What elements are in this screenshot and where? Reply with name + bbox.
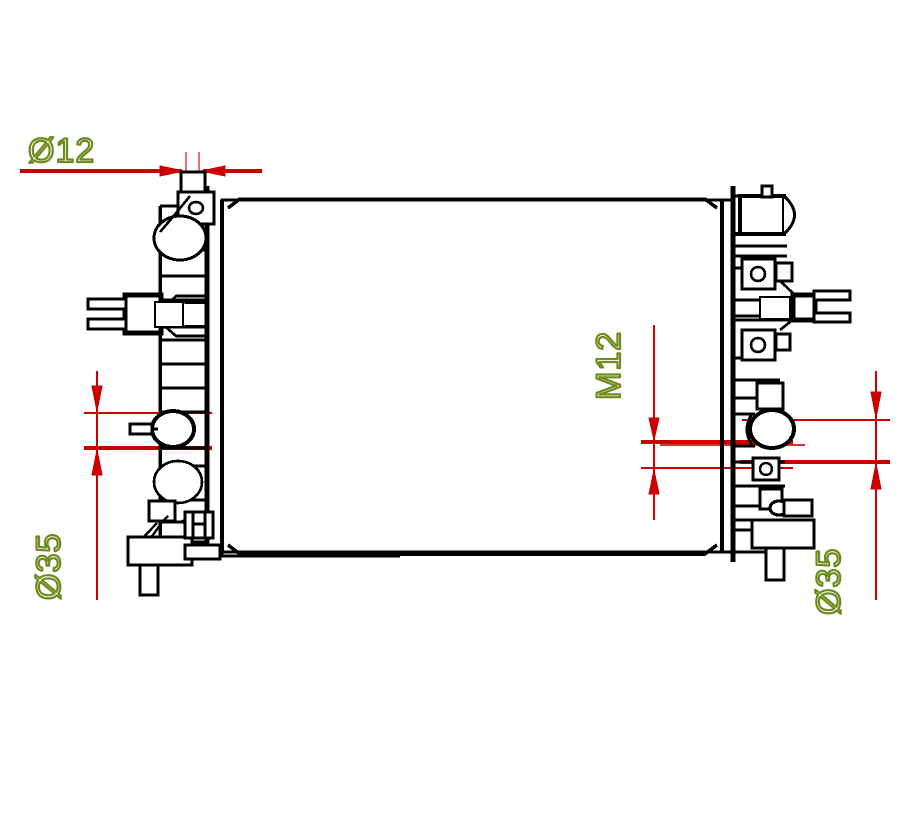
arrow-head-down bbox=[870, 391, 882, 419]
left-boss-mid bbox=[128, 409, 196, 449]
arrow-head-down bbox=[648, 417, 660, 441]
right-lower-mount bbox=[733, 456, 816, 582]
arrow-head-up bbox=[648, 469, 660, 495]
right-upper-bolt-hole bbox=[749, 265, 767, 283]
label-diameter-12: Ø12 bbox=[28, 132, 95, 170]
arrow-head-left bbox=[200, 165, 226, 177]
radiator-core bbox=[220, 197, 724, 556]
right-boss-mid bbox=[733, 408, 796, 450]
left-mount-pin bbox=[138, 563, 160, 597]
arrow-head-up bbox=[91, 449, 103, 476]
part-geometry-layer bbox=[86, 170, 852, 597]
right-hose-outlet bbox=[733, 280, 852, 332]
right-mount-pin bbox=[764, 546, 786, 582]
left-hose-outlet bbox=[86, 292, 207, 338]
left-mid-pin bbox=[128, 422, 154, 436]
right-boss-lower bbox=[740, 328, 792, 362]
left-lower-mount bbox=[126, 499, 222, 597]
right-end-tank bbox=[722, 184, 852, 582]
arrow-head-right bbox=[159, 165, 185, 177]
filler-cap-tab bbox=[760, 184, 774, 199]
label-diameter-35-right: Ø35 bbox=[810, 548, 848, 615]
arrow-head-up bbox=[870, 463, 882, 490]
right-boss-upper bbox=[740, 257, 794, 291]
left-top-bracket bbox=[179, 170, 207, 194]
filler-neck-cap bbox=[733, 184, 796, 236]
arrow-head-down bbox=[91, 385, 103, 412]
right-lower-bolt-hole bbox=[749, 336, 767, 354]
left-boss-lower bbox=[152, 459, 204, 505]
label-layer: Ø12 M12 Ø35 Ø35 bbox=[27, 131, 849, 616]
left-end-tank bbox=[86, 170, 400, 597]
left-boss-upper bbox=[152, 214, 208, 262]
left-top-bolt-hole bbox=[187, 200, 205, 216]
label-thread-m12: M12 bbox=[590, 331, 628, 400]
label-diameter-35-left: Ø35 bbox=[30, 533, 68, 600]
